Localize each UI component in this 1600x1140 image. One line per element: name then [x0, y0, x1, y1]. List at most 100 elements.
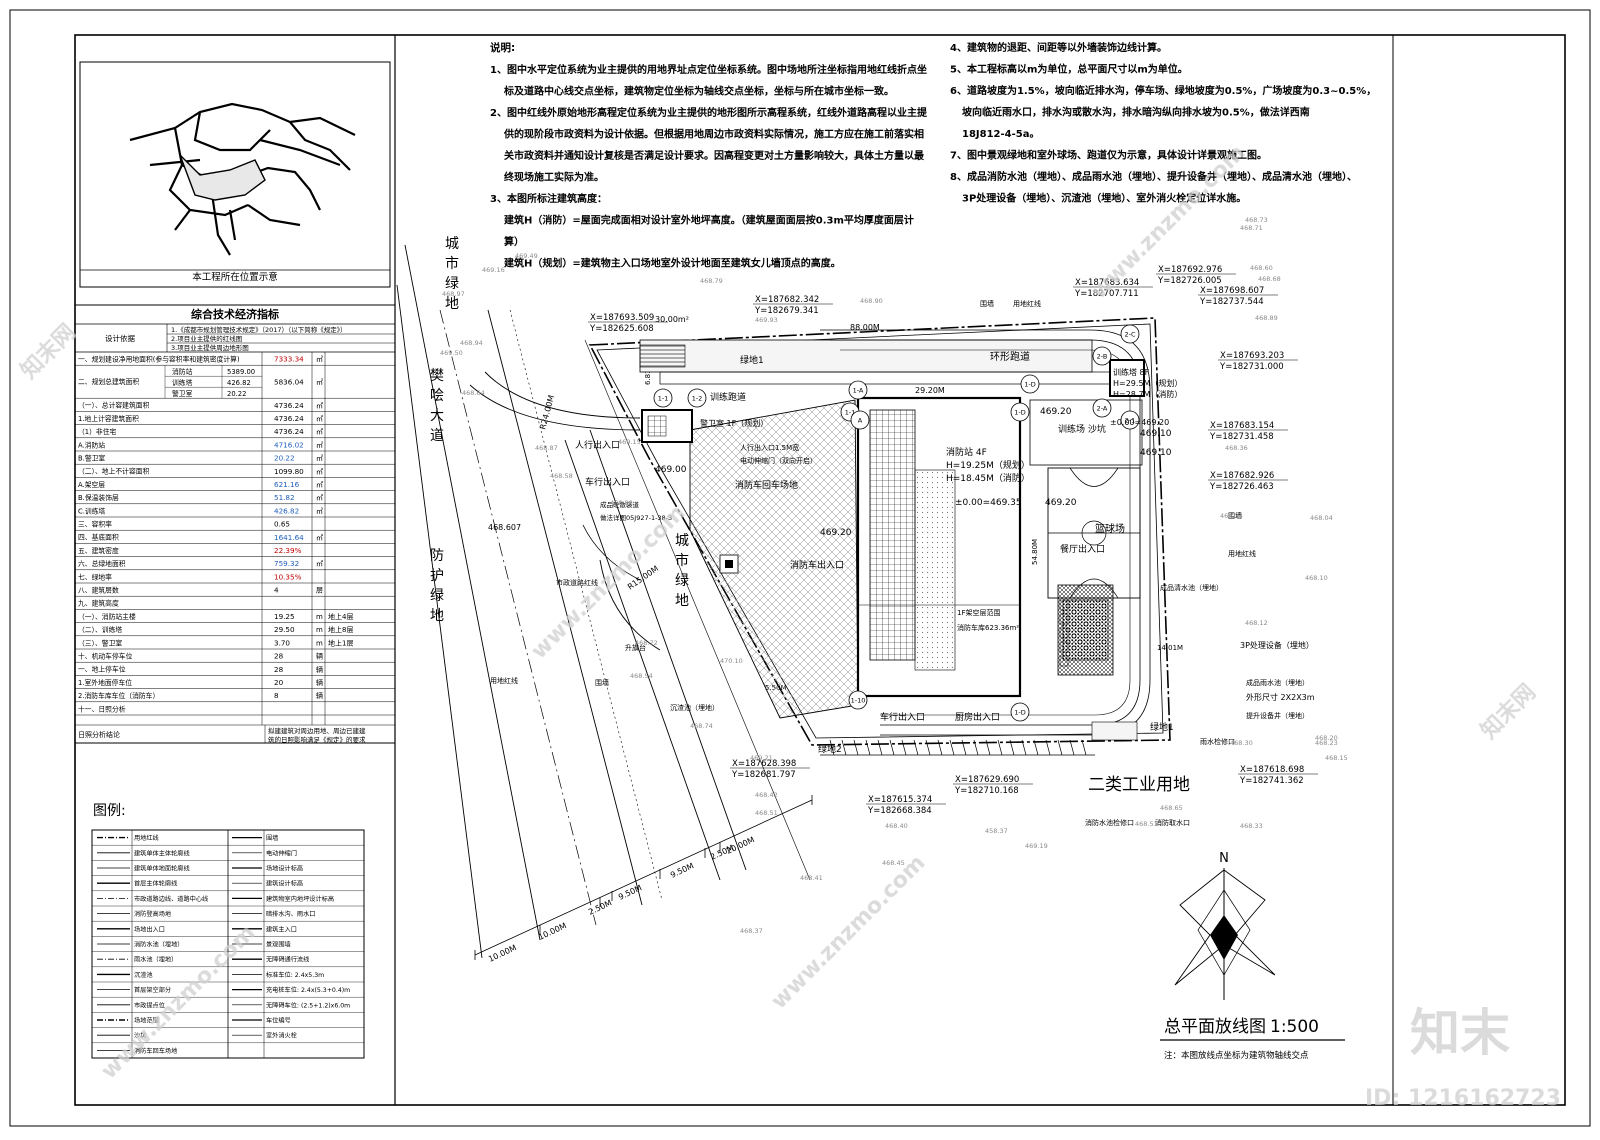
road-label-protect-green: 护: [430, 568, 444, 584]
spot-elevation: 468.79: [700, 277, 723, 285]
site-dimension: 14.01M: [1157, 644, 1183, 652]
spot-elevation: 468.72: [635, 639, 658, 647]
road-label-city-green: 市: [445, 255, 459, 272]
coord-y: Y=182681.797: [731, 770, 796, 780]
tech-row-value: 759.32: [274, 559, 299, 568]
spot-elevation: 468.41: [800, 874, 823, 882]
red-line-label: 用地红线: [1013, 299, 1041, 308]
tech-row-value: 20.22: [274, 454, 295, 463]
tech-row-value: 4716.02: [274, 440, 304, 449]
road-label-city-green-2: 绿: [675, 573, 689, 589]
spot-elevation: 458.37: [985, 827, 1008, 835]
inlet-label: 消防取水口: [1155, 818, 1190, 827]
elevation-mark: 469.20: [1040, 407, 1072, 417]
watermark-id: ID: 1216162723: [1365, 1086, 1561, 1111]
tech-row-name: 1.地上计容建筑面积: [78, 414, 139, 423]
green-area-label: 绿地2: [818, 743, 842, 755]
tech-row-value: 621.16: [274, 480, 300, 489]
legend-item-label: 用地红线: [134, 834, 159, 842]
tech-row-unit: ㎡: [316, 481, 323, 489]
tech-row-value: 1641.64: [274, 533, 304, 542]
coord-y: Y=182726.005: [1157, 276, 1222, 286]
note-line: 18J812-4-5a。: [962, 129, 1039, 140]
veh-entry-label: 车行出入口: [585, 476, 630, 488]
tech-row-name: B.警卫室: [78, 454, 105, 463]
legend-item-label: 景观围墙: [266, 941, 291, 949]
axis-bubble: 1-A: [853, 387, 864, 395]
tech-row-extra: 地上4层: [328, 612, 353, 621]
axis-bubble: 1-D: [1014, 709, 1026, 717]
road-label-city-green-2: 城: [675, 533, 689, 549]
spot-elevation: 468.64: [462, 389, 485, 397]
car-entry-label: 车行出入口: [880, 711, 925, 723]
running-track-label: 环形跑道: [990, 350, 1030, 363]
site-dimension: 88.00M: [850, 323, 880, 332]
watermark-cn-1: 知末网: [16, 319, 81, 384]
legend-item-label: 首层架空部分: [134, 986, 171, 994]
legend-item-label: 车位编号: [266, 1017, 291, 1025]
spot-elevation: 468.36: [1225, 444, 1248, 452]
spot-elevation: 468.54: [630, 672, 653, 680]
spot-elevation: 469.16: [482, 266, 505, 274]
road-label-city-green-2: 市: [675, 552, 689, 569]
elevation-mark: 468.607: [488, 523, 521, 532]
note-line: 供的现阶段市政资料为设计依据。但根据用地周边市政资料实际情况，施工方应在施工前落…: [503, 128, 924, 141]
legend-item-label: 场地出入口: [134, 925, 165, 933]
tech-row-unit: m: [316, 639, 323, 647]
legend-item-label: 场地设计标高: [266, 865, 303, 873]
fire-exit-label: 消防车出入口: [790, 559, 844, 571]
spot-elevation: 468.58: [550, 472, 573, 480]
road-label-city-green: 地: [445, 296, 459, 312]
spot-elevation: 468.34: [1220, 512, 1243, 520]
tech-row-value: 7333.34: [274, 355, 304, 364]
spot-elevation: 468.73: [1245, 216, 1268, 224]
tech-row-value: 4736.24: [274, 427, 304, 436]
tower-height: H=28.7M（消防）: [1113, 389, 1182, 399]
coord-y: Y=182731.000: [1219, 362, 1284, 372]
spot-elevation: 470.10: [720, 657, 743, 665]
spot-elevation: 468.33: [1240, 822, 1263, 830]
axis-bubble: A: [858, 417, 863, 425]
tech-row-value: 4736.24: [274, 401, 304, 410]
tech-economic-table: 综合技术经济指标 设计依据 1.《成都市规划管理技术规定》（2017）（以下简称…: [74, 304, 396, 744]
green-area-label: 绿地1: [1150, 721, 1174, 733]
spot-elevation: 468.42: [755, 791, 778, 799]
legend-item-label: 建筑设计标高: [266, 880, 303, 888]
elevation-mark: 469.10: [1140, 429, 1172, 439]
drawing-title: 总平面放线图 1:500 注：本图放线点坐标为建筑物轴线交点: [1160, 1017, 1345, 1061]
tech-row-name: 二、规划总建筑面积: [78, 377, 139, 386]
spot-elevation: 468.37: [740, 927, 763, 935]
rain-tank-label: 成品雨水池（埋地）: [1246, 678, 1309, 687]
tech-row-unit: ㎡: [316, 534, 323, 542]
tech-row-name: 十一、日照分析: [78, 704, 126, 713]
coord-x: X=187628.398: [732, 759, 796, 769]
legend-item-label: 充电桩车位: 2.4x(5.3+0.4)m: [266, 986, 350, 994]
kitchen-entry-label: 厨房出入口: [955, 711, 1000, 723]
axis-bubble: 1-2: [692, 395, 703, 403]
note-line: 3、本图所标注建筑高度：: [490, 192, 607, 205]
legend-item-label: 建筑主入口: [266, 925, 297, 933]
road-label-city-green: 绿: [445, 276, 459, 292]
tech-row-value: 8: [274, 691, 279, 700]
tech-row-unit: ㎡: [316, 402, 323, 410]
tower-level: ±0.00=469.20: [1110, 418, 1169, 427]
spot-elevation: 468.94: [460, 339, 483, 347]
tech-row-value: 1099.80: [274, 467, 304, 476]
basketball-label: 篮球场: [1095, 522, 1125, 535]
legend-title: 图例:: [93, 803, 126, 819]
legend: 图例: 用地红线围墙建筑单体主体轮廓线电动伸缩门建筑单体地面轮廓线场地设计标高首…: [91, 803, 365, 1059]
ped-width-label: 人行出入口1.5M宽: [740, 443, 799, 452]
note-line: 坡向临近雨水口，排水沟或散水沟，排水暗沟纵向排水坡为0.5%，做法详西南: [962, 106, 1310, 119]
basis-item-2: 2.项目业主提供的红线图: [171, 334, 242, 343]
road-label-industrial: 二类工业用地: [1088, 775, 1190, 795]
flagpole-label: 升旗台: [625, 643, 646, 652]
legend-item-label: 消防水池（埋地）: [134, 941, 184, 949]
coord-x: X=187618.698: [1240, 765, 1304, 775]
inlet-label: 雨水检修口: [1200, 737, 1235, 746]
tech-row-name: （二）、地上不计容面积: [78, 467, 150, 476]
tech-row-name: 1.室外地面停车位: [78, 678, 132, 687]
tech-row-name: A.架空层: [78, 480, 105, 489]
tech-row-unit: ㎡: [316, 356, 323, 364]
spot-elevation: 468.60: [1250, 264, 1273, 272]
